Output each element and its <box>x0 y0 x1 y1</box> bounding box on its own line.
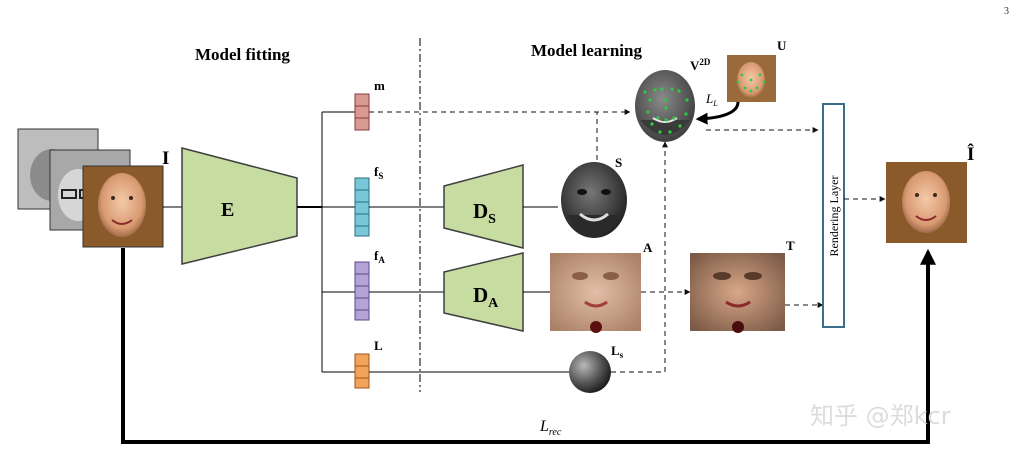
rendering-layer-label: Rendering Layer <box>827 176 841 257</box>
albedo-label: A <box>643 240 653 255</box>
landmark-dots <box>643 87 689 134</box>
lighting-label: Ls <box>611 343 624 360</box>
fa-code-vector <box>354 261 370 321</box>
landmark-face-image <box>727 55 776 102</box>
m-label: m <box>374 78 385 93</box>
projected-mesh-image <box>635 70 695 142</box>
page-number: 3 <box>1004 6 1009 17</box>
l-code-vector <box>354 353 370 389</box>
encoder-label: E <box>221 199 234 221</box>
input-image-stack <box>17 128 164 248</box>
fs-label: fS <box>374 164 383 181</box>
reconstruction-loss-label: Lrec <box>539 418 562 438</box>
shape-head-image <box>561 162 627 238</box>
input-label: I <box>162 148 169 169</box>
header-model-learning: Model learning <box>531 41 642 60</box>
l-code-label: L <box>374 338 383 353</box>
output-image <box>886 162 967 243</box>
albedo-decoder-label: DA <box>473 283 499 311</box>
watermark: 知乎 @郑kcr <box>810 402 951 430</box>
fa-label: fA <box>374 248 385 265</box>
landmark-loss-arrow <box>695 101 740 125</box>
reconstruction-loss-path <box>121 248 936 444</box>
rendering-layer-box <box>822 103 845 328</box>
encoder-block <box>181 147 298 265</box>
albedo-decoder-block <box>443 252 524 332</box>
shape-decoder-label: DS <box>473 199 496 227</box>
lighting-sphere <box>569 351 611 393</box>
shape-label: S <box>615 155 622 170</box>
header-model-fitting: Model fitting <box>195 45 290 64</box>
u-label: U <box>777 38 787 53</box>
shape-decoder-block <box>443 164 524 249</box>
fs-code-vector <box>354 177 370 237</box>
texture-image <box>690 253 785 333</box>
m-code-vector <box>354 93 370 131</box>
albedo-image <box>550 253 641 333</box>
landmark-loss-label: LL <box>705 91 718 108</box>
texture-label: T <box>786 238 795 253</box>
v2d-label: V2D <box>690 57 711 73</box>
output-label: Î <box>967 143 974 165</box>
